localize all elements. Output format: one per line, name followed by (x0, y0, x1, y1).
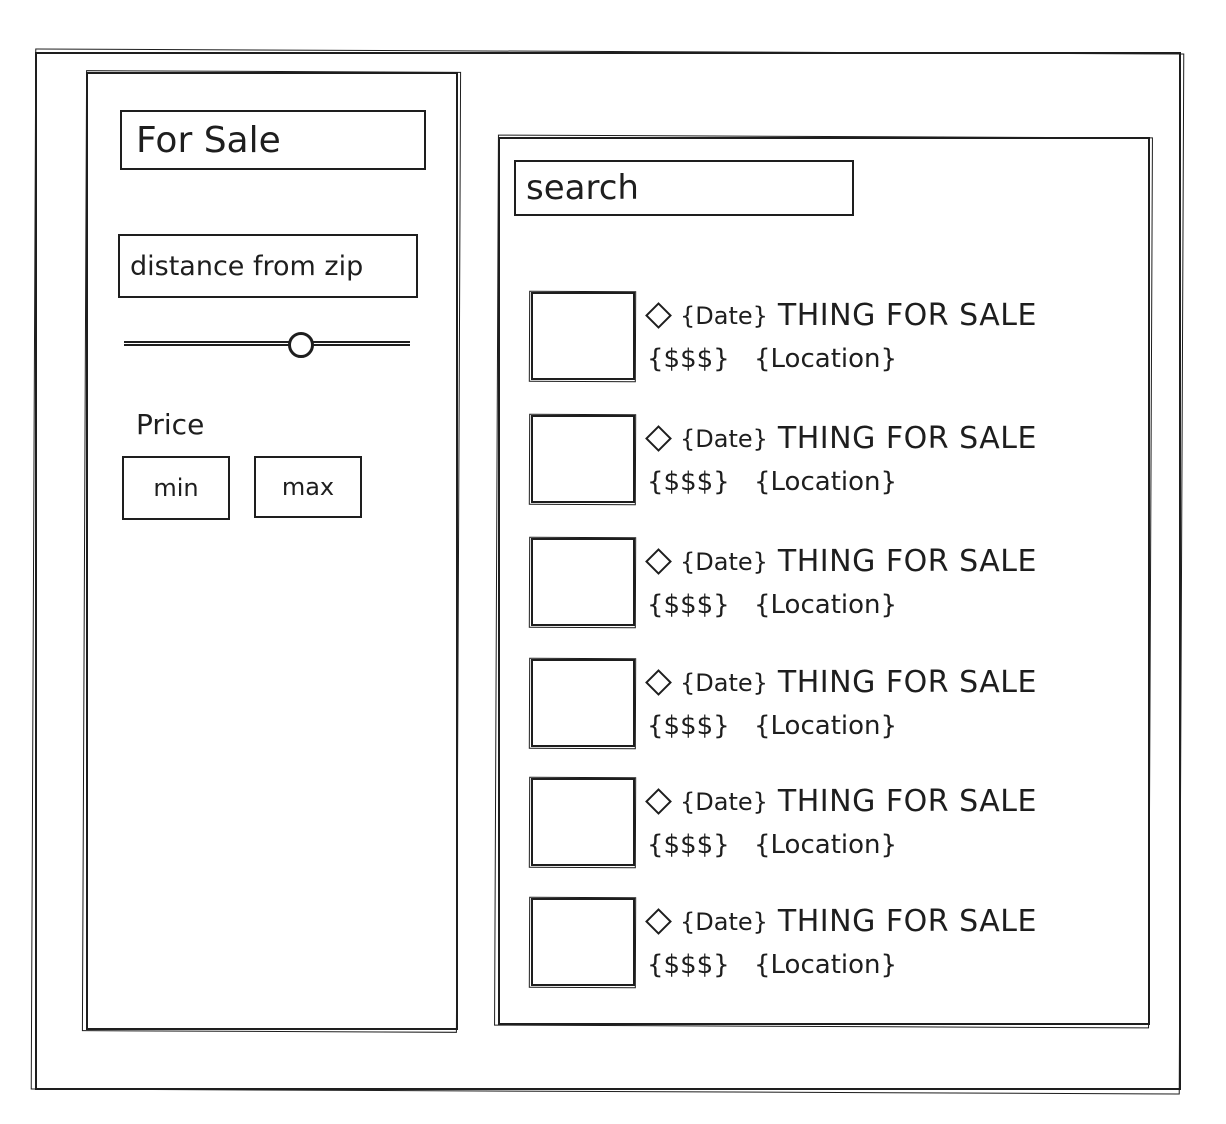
listing-thumbnail[interactable] (531, 659, 635, 747)
listing-location: {Location} (753, 711, 898, 741)
listing-thumbnail[interactable] (531, 415, 635, 503)
slider-handle[interactable] (288, 332, 315, 358)
listing-price: {$$$} (647, 830, 730, 860)
listing-price: {$$$} (647, 711, 730, 741)
diamond-icon[interactable] (645, 908, 672, 935)
listing-location: {Location} (753, 344, 898, 374)
listing-item[interactable]: {Date} THING FOR SALE {$$$} {Location} (531, 538, 1131, 638)
distance-slider[interactable] (124, 332, 410, 362)
listing-thumbnail[interactable] (531, 538, 635, 626)
diamond-icon[interactable] (645, 669, 672, 696)
listing-title[interactable]: THING FOR SALE (777, 298, 1037, 333)
filter-sidebar (86, 72, 458, 1030)
distance-from-zip-field[interactable]: distance from zip (118, 234, 418, 298)
listing-location: {Location} (753, 950, 898, 980)
listing-price: {$$$} (647, 344, 730, 374)
price-max-input[interactable]: max (254, 456, 362, 518)
listing-item[interactable]: {Date} THING FOR SALE {$$$} {Location} (531, 415, 1131, 515)
listing-date: {Date} (680, 907, 768, 936)
listing-location: {Location} (753, 830, 898, 860)
search-input[interactable]: search (514, 160, 854, 216)
slider-track (124, 341, 410, 346)
listing-title[interactable]: THING FOR SALE (777, 784, 1037, 819)
listing-item[interactable]: {Date} THING FOR SALE {$$$} {Location} (531, 778, 1131, 878)
page-title: For Sale (120, 110, 426, 170)
listing-date: {Date} (680, 424, 768, 453)
listing-date: {Date} (680, 668, 768, 697)
app-window (35, 52, 1181, 1090)
listing-price: {$$$} (647, 590, 730, 620)
listing-location: {Location} (753, 590, 898, 620)
listing-date: {Date} (680, 787, 768, 816)
listing-thumbnail[interactable] (531, 898, 635, 986)
listings-panel (498, 137, 1150, 1025)
listing-price: {$$$} (647, 467, 730, 497)
listing-price: {$$$} (647, 950, 730, 980)
listing-item[interactable]: {Date} THING FOR SALE {$$$} {Location} (531, 898, 1131, 998)
listing-location: {Location} (753, 467, 898, 497)
listing-title[interactable]: THING FOR SALE (777, 904, 1037, 939)
diamond-icon[interactable] (645, 302, 672, 329)
listing-date: {Date} (680, 547, 768, 576)
listing-item[interactable]: {Date} THING FOR SALE {$$$} {Location} (531, 659, 1131, 759)
diamond-icon[interactable] (645, 548, 672, 575)
listing-title[interactable]: THING FOR SALE (777, 544, 1037, 579)
price-min-input[interactable]: min (122, 456, 230, 520)
listing-thumbnail[interactable] (531, 778, 635, 866)
listing-title[interactable]: THING FOR SALE (777, 421, 1037, 456)
diamond-icon[interactable] (645, 788, 672, 815)
diamond-icon[interactable] (645, 425, 672, 452)
listing-item[interactable]: {Date} THING FOR SALE {$$$} {Location} (531, 292, 1131, 392)
listing-title[interactable]: THING FOR SALE (777, 665, 1037, 700)
price-label: Price (136, 408, 205, 441)
listing-date: {Date} (680, 301, 768, 330)
listing-thumbnail[interactable] (531, 292, 635, 380)
